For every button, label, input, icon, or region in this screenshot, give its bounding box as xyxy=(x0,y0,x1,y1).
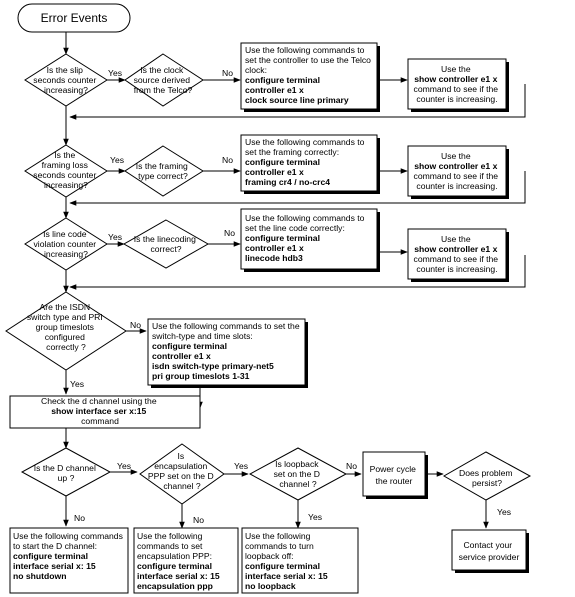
yes-label: Yes xyxy=(497,507,511,517)
start-terminator xyxy=(17,3,131,33)
process-check-counter-2-text: Use the show controller e1 x command to … xyxy=(414,151,501,191)
process-set-switch-type-text: Use the following commands to set the sw… xyxy=(152,321,302,381)
start-label: Error Events xyxy=(41,11,108,25)
process-start-d-channel xyxy=(9,527,129,594)
connector xyxy=(69,171,526,206)
process-set-switch-type xyxy=(147,318,306,386)
process-power-cycle xyxy=(362,451,426,497)
decision-framing-type xyxy=(124,145,204,197)
yes-label: Yes xyxy=(108,232,122,242)
process-loopback-off-text: Use the following commands to turn loopb… xyxy=(245,531,330,591)
decision-d-channel-up-text: Is the D channel up ? xyxy=(34,463,99,483)
no-label: No xyxy=(222,155,233,165)
yes-label: Yes xyxy=(70,379,84,389)
process-loopback-off xyxy=(241,527,359,594)
process-set-framing xyxy=(240,134,378,192)
decision-slip-seconds-text: Is the slip seconds counter increasing? xyxy=(33,65,98,95)
no-label: No xyxy=(346,461,357,471)
decision-line-code-text: Is line code violation counter increasin… xyxy=(34,229,99,259)
process-set-clock xyxy=(240,42,378,110)
decision-problem-persist-text: Does problem persist? xyxy=(459,468,515,488)
yes-label: Yes xyxy=(110,155,124,165)
process-start-d-channel-text: Use the following commands to start the … xyxy=(13,531,125,581)
decision-clock-source xyxy=(124,53,204,107)
no-label: No xyxy=(224,228,235,238)
yes-label: Yes xyxy=(117,461,131,471)
process-set-linecode xyxy=(240,208,378,270)
process-check-d-channel xyxy=(9,395,201,429)
process-check-counter-1 xyxy=(407,58,507,110)
decision-isdn-switch-text: Are the ISDN switch type and PRI group t… xyxy=(27,302,105,352)
process-set-encapsulation-text: Use the following commands to set encaps… xyxy=(137,531,222,591)
yes-label: Yes xyxy=(234,461,248,471)
process-contact-provider-text: Contact your service provider xyxy=(459,540,520,562)
no-label: No xyxy=(222,68,233,78)
process-check-counter-2 xyxy=(407,145,507,197)
no-label: No xyxy=(130,320,141,330)
decision-clock-source-text: Is the clock source derived from the Tel… xyxy=(134,65,193,95)
no-label: No xyxy=(74,513,85,523)
process-check-counter-1-text: Use the show controller e1 x command to … xyxy=(414,64,501,104)
process-set-linecode-text: Use the following commands to set the li… xyxy=(245,213,367,263)
yes-label: Yes xyxy=(308,512,322,522)
connector xyxy=(69,255,526,290)
no-label: No xyxy=(193,515,204,525)
process-check-d-channel-text: Check the d channel using the show inter… xyxy=(41,396,159,426)
process-contact-provider xyxy=(451,529,527,571)
process-set-clock-text: Use the following commands to set the co… xyxy=(245,45,373,105)
process-check-counter-3 xyxy=(407,228,507,280)
decision-framing-type-text: Is the framing type correct? xyxy=(136,161,190,181)
decision-linecoding xyxy=(122,219,210,269)
connector xyxy=(69,84,526,120)
process-set-encapsulation xyxy=(133,527,239,594)
yes-label: Yes xyxy=(108,68,122,78)
decision-encapsulation-ppp-text: Is encapsulation PPP set on the D channe… xyxy=(148,451,216,491)
decision-loopback-text: Is loopback set on the D channel ? xyxy=(274,459,323,489)
process-check-counter-3-text: Use the show controller e1 x command to … xyxy=(414,234,501,274)
process-power-cycle-text: Power cycle the router xyxy=(370,464,419,486)
process-set-framing-text: Use the following commands to set the fr… xyxy=(245,137,367,187)
decision-framing-loss-text: Is the framing loss seconds counter incr… xyxy=(33,150,98,190)
decision-linecoding-text: Is the linecoding correct? xyxy=(134,234,199,254)
